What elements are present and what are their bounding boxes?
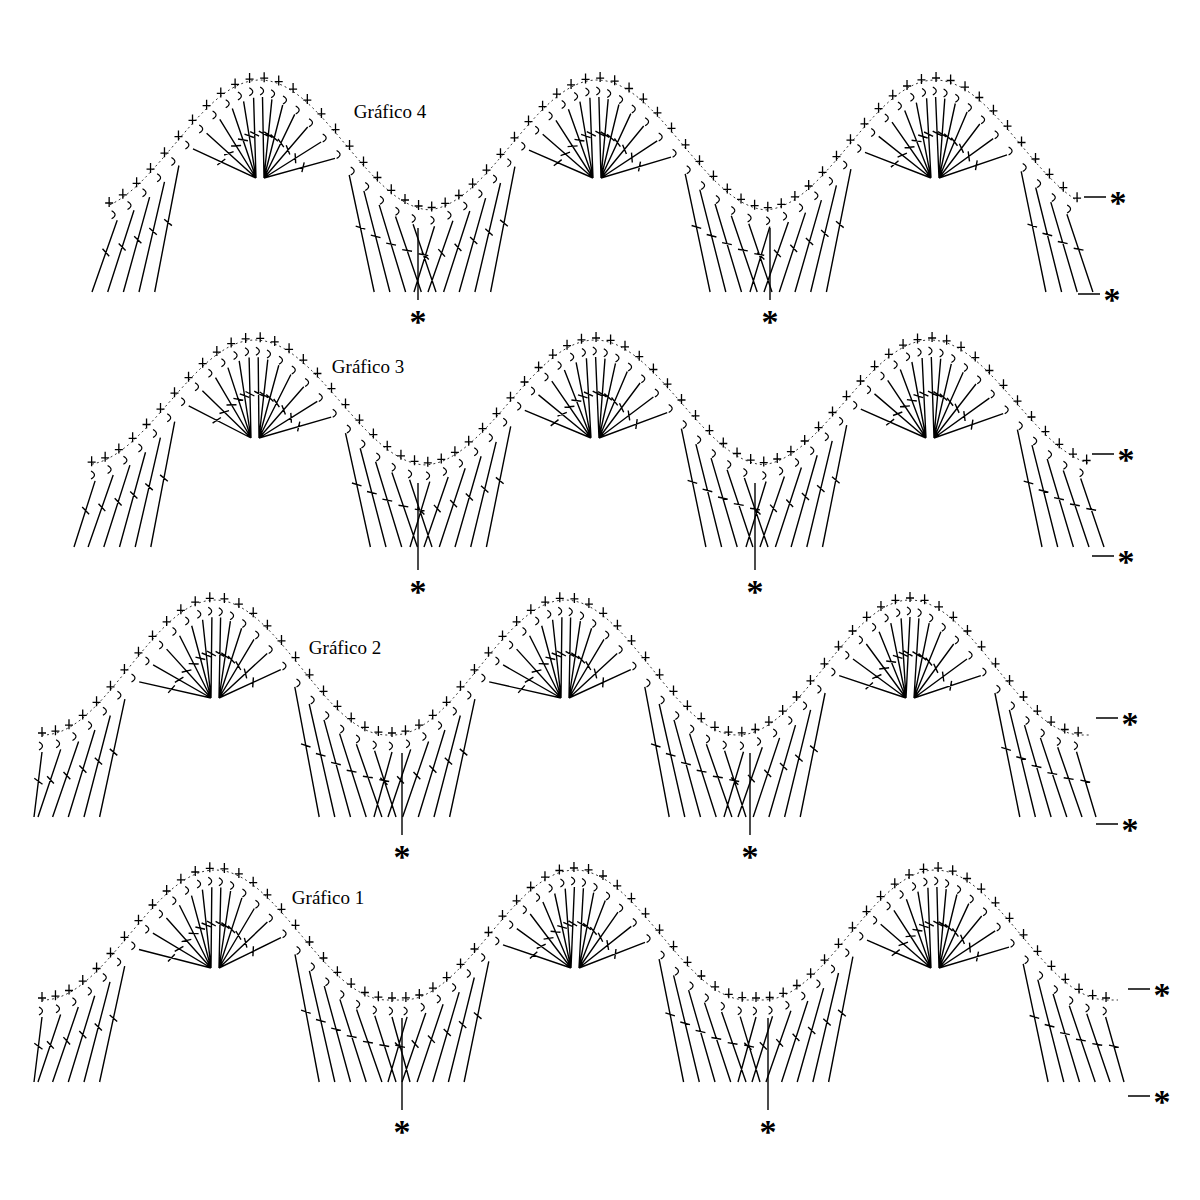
repeat-leader	[418, 454, 1114, 570]
repeat-mark: *	[1118, 545, 1135, 579]
row-guide	[42, 600, 1090, 735]
chart-title: Gráfico 4	[354, 101, 426, 123]
repeat-mark: *	[762, 305, 779, 339]
chain-stitches	[39, 607, 1078, 750]
repeat-mark: *	[747, 575, 764, 609]
chart-title: Gráfico 1	[292, 887, 364, 909]
repeat-mark: *	[1154, 1085, 1171, 1119]
single-crochet	[38, 862, 1110, 1002]
row-guide	[92, 340, 1088, 465]
row-guide	[42, 870, 1118, 1000]
repeat-mark: *	[1122, 707, 1139, 741]
repeat-mark: *	[394, 1115, 411, 1149]
row-guide	[110, 80, 1078, 210]
treble-stitches	[92, 97, 1093, 292]
chain-stitches	[112, 87, 1071, 225]
repeat-mark: *	[1154, 978, 1171, 1012]
chain-stitches	[91, 347, 1083, 480]
treble-stitches	[34, 887, 1124, 1082]
repeat-leader	[402, 718, 1118, 835]
single-crochet	[105, 72, 1081, 212]
repeat-leader	[402, 989, 1150, 1110]
repeat-mark: *	[760, 1115, 777, 1149]
single-crochet	[38, 592, 1082, 737]
repeat-mark: *	[410, 305, 427, 339]
treble-stitches	[74, 357, 1104, 547]
repeat-leader	[418, 197, 1106, 300]
repeat-mark: *	[1122, 813, 1139, 847]
repeat-mark: *	[1104, 283, 1121, 317]
repeat-mark: *	[1110, 186, 1127, 220]
chain-stitches	[39, 877, 1106, 1015]
chart-title: Gráfico 2	[309, 637, 381, 659]
repeat-mark: *	[742, 840, 759, 874]
repeat-mark: *	[1118, 443, 1135, 477]
chart-title: Gráfico 3	[332, 356, 404, 378]
repeat-mark: *	[410, 575, 427, 609]
repeat-mark: *	[394, 840, 411, 874]
single-crochet	[88, 332, 1091, 467]
treble-stitches	[34, 617, 1096, 817]
